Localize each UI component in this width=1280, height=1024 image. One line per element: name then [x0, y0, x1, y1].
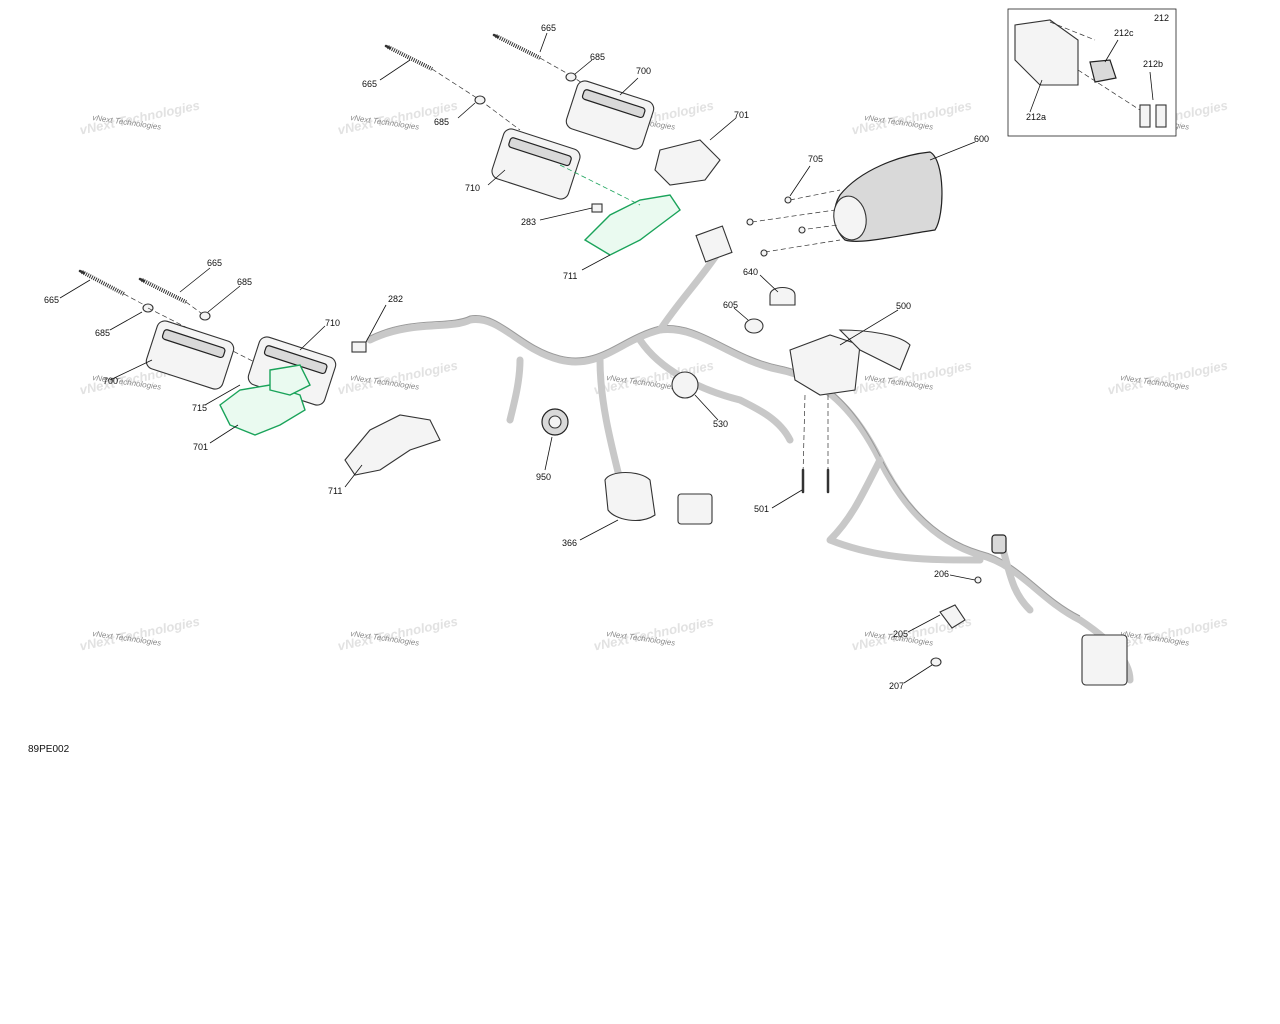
part-labels: 212 212c 212b 212a 665 665 685 685 700 7…: [44, 13, 1169, 691]
wiring-harness: [366, 246, 1134, 684]
part-label-950: 950: [536, 472, 551, 482]
part-label-711: 711: [328, 486, 342, 496]
part-label-710: 710: [465, 183, 480, 193]
diagram-reference-code: 89PE002: [28, 744, 70, 755]
part-label-665: 665: [541, 23, 556, 33]
part-label-685: 685: [95, 328, 110, 338]
part-label-665: 665: [362, 79, 377, 89]
part-label-711: 711: [563, 271, 577, 281]
part-label-640: 640: [743, 267, 758, 277]
part-label-205: 205: [893, 629, 908, 639]
part-label-665: 665: [44, 295, 59, 305]
part-label-206: 206: [934, 569, 949, 579]
inset-connector-detail: [1007, 8, 1177, 137]
part-label-701: 701: [193, 442, 208, 452]
part-label-705: 705: [808, 154, 823, 164]
left-actuator-group: [78, 269, 441, 476]
part-label-501: 501: [754, 504, 769, 514]
part-label-710: 710: [325, 318, 340, 328]
upper-actuator-group: [384, 33, 721, 256]
part-label-700: 700: [103, 376, 118, 386]
part-label-366: 366: [562, 538, 577, 548]
part-label-700: 700: [636, 66, 651, 76]
right-components: [541, 151, 1128, 686]
part-label-500: 500: [896, 301, 911, 311]
part-label-701: 701: [734, 110, 749, 120]
part-label-605: 605: [723, 300, 738, 310]
part-label-685: 685: [237, 277, 252, 287]
part-label-212b: 212b: [1143, 59, 1163, 69]
part-label-685: 685: [434, 117, 449, 127]
part-label-530: 530: [713, 419, 728, 429]
part-label-282: 282: [388, 294, 403, 304]
part-label-685: 685: [590, 52, 605, 62]
part-label-212c: 212c: [1114, 28, 1134, 38]
part-label-600: 600: [974, 134, 989, 144]
part-label-207: 207: [889, 681, 904, 691]
part-label-715: 715: [192, 403, 207, 413]
leader-lines: [59, 32, 1154, 684]
part-label-212a: 212a: [1026, 112, 1046, 122]
part-label-665: 665: [207, 258, 222, 268]
part-label-283: 283: [521, 217, 536, 227]
part-label-212: 212: [1154, 13, 1169, 23]
